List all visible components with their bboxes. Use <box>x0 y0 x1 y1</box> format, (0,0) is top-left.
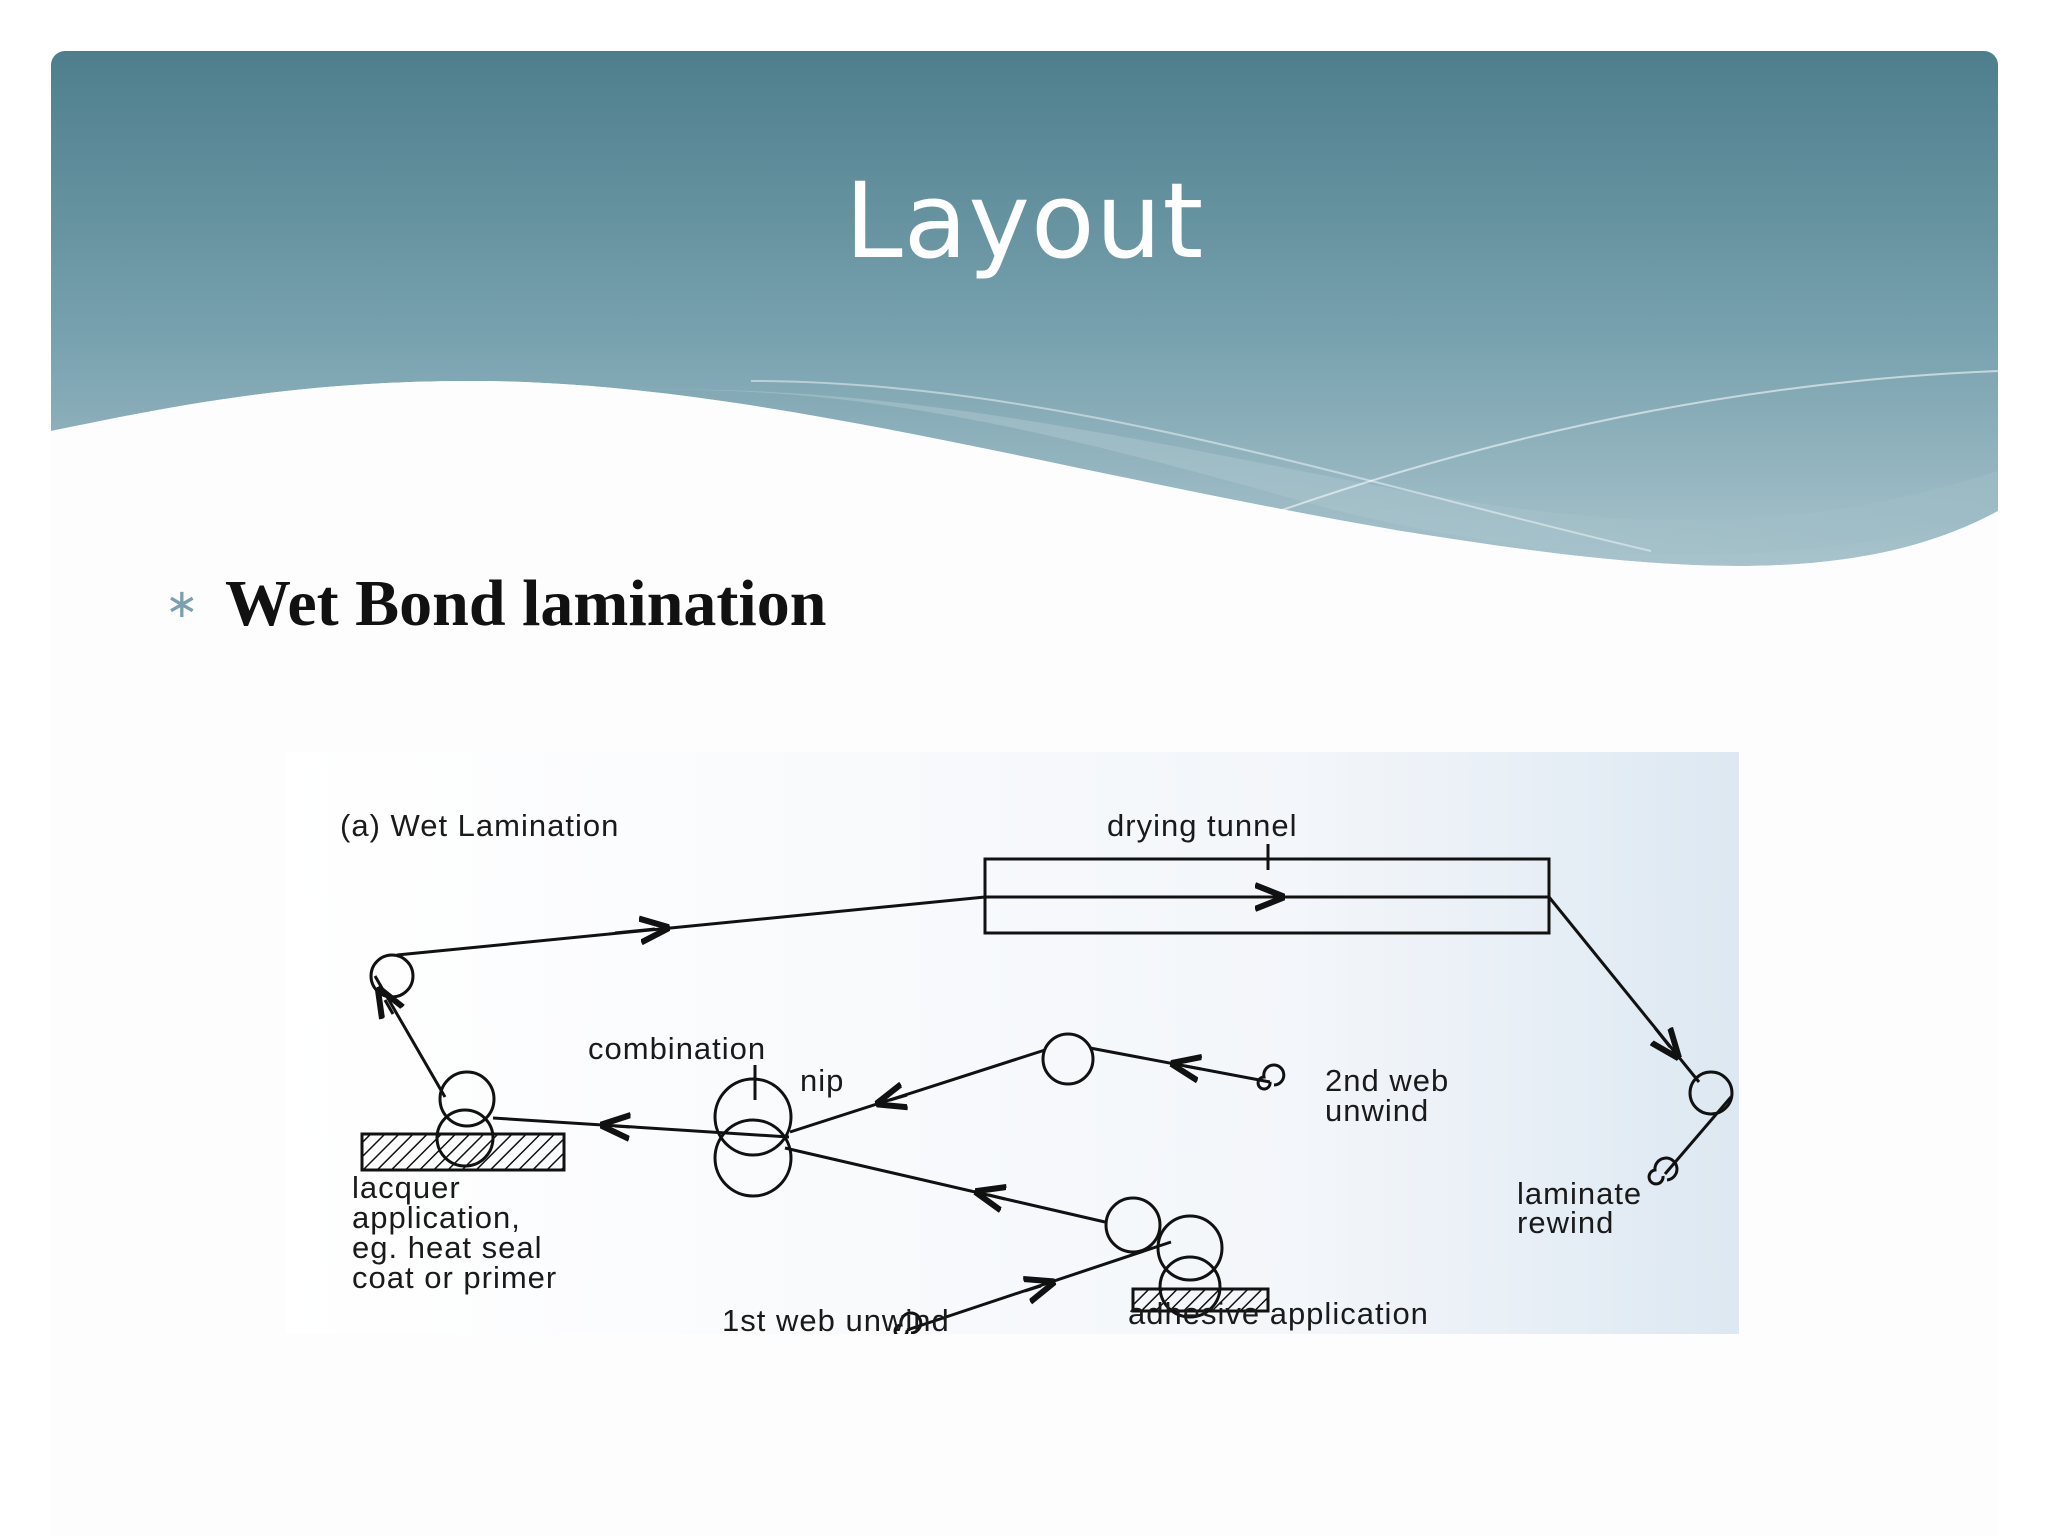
asterisk-icon: ∗ <box>165 581 199 627</box>
label-lacquer-4: coat or primer <box>352 1260 557 1295</box>
label-lacquer-3: eg. heat seal <box>352 1230 543 1265</box>
adhesive-roller-bottom <box>1158 1255 1222 1319</box>
lacquer-roller-top <box>438 1070 496 1128</box>
combination-nip-roller-bottom <box>713 1118 793 1198</box>
adhesive-roller-top <box>1156 1214 1224 1282</box>
label-lacquer-2: application, <box>352 1200 521 1235</box>
slide-title: Layout <box>844 160 1205 282</box>
label-1st-web-unwind: 1st web unwind <box>722 1303 950 1334</box>
adhesive-tray <box>1131 1287 1270 1313</box>
label-drying-tunnel: drying tunnel <box>1107 808 1298 843</box>
diagram-caption: (a) Wet Lamination <box>340 808 619 843</box>
combination-nip-roller-top <box>713 1077 793 1157</box>
bullet-item: ∗ Wet Bond lamination <box>165 566 826 642</box>
wet-lamination-diagram: (a) Wet Lamination drying tunnel combina… <box>285 752 1739 1334</box>
label-laminate: laminate <box>1517 1176 1642 1211</box>
label-adhesive-application: adhesive application <box>1128 1296 1429 1331</box>
guide-roller <box>1104 1196 1162 1254</box>
lacquer-tray <box>360 1132 566 1172</box>
header-background <box>51 51 1998 571</box>
diagram-background <box>285 752 1739 1334</box>
guide-roller <box>1688 1070 1734 1116</box>
label-2nd-web-unwind: unwind <box>1325 1093 1429 1128</box>
label-combination: combination <box>588 1031 766 1066</box>
guide-roller <box>1041 1032 1095 1086</box>
label-rewind: rewind <box>1517 1205 1614 1240</box>
label-2nd-web: 2nd web <box>1325 1063 1449 1098</box>
bullet-text: Wet Bond lamination <box>225 567 827 640</box>
label-lacquer-1: lacquer <box>352 1170 461 1205</box>
label-nip: nip <box>800 1063 844 1098</box>
